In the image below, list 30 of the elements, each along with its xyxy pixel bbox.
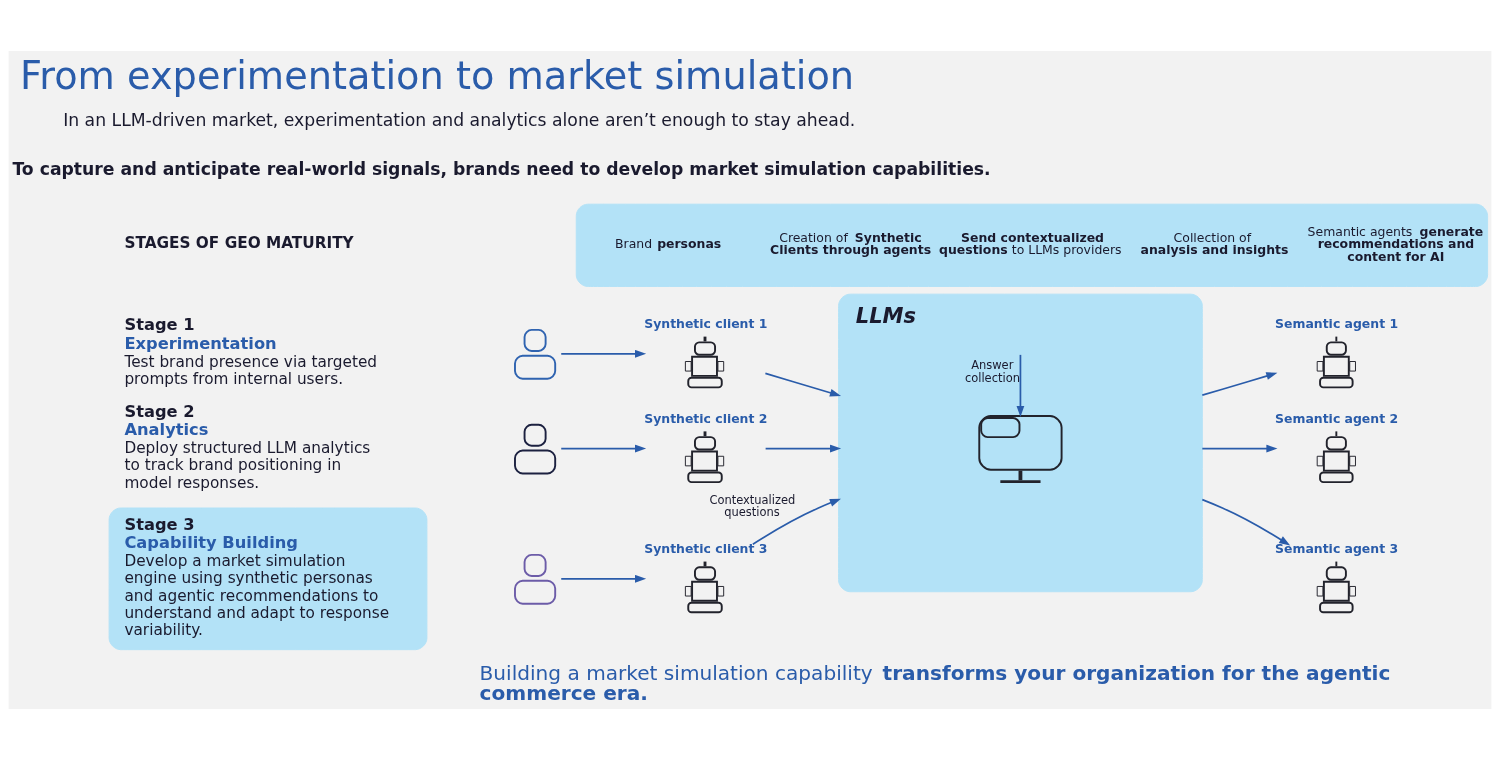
node-label: Semantic agent 3 — [1275, 540, 1399, 556]
arrow — [1201, 498, 1291, 546]
node-label: Synthetic client 2 — [644, 410, 768, 426]
diagram-title: From experimentation to market simulation — [20, 52, 855, 98]
label: To capture and anticipate real-world signals, brands need to develop market simulation capabilities. — [12, 158, 991, 179]
node-label: Synthetic client 1 — [644, 315, 768, 331]
label: Analytics — [124, 419, 209, 439]
node-box: Stage 3 Capability Building Develop a market simulation engine using synthetic personas and agentic recommendations to understand and adapt to response variability. — [108, 507, 428, 650]
arrow — [1016, 353, 1025, 417]
node-label: Synthetic client 3 — [644, 540, 768, 556]
arrow — [560, 574, 647, 583]
label: STAGES OF GEO MATURITY — [124, 233, 354, 252]
label: Experimentation — [124, 333, 277, 353]
node-label: Semantic agent 2 — [1275, 410, 1399, 426]
arrow — [752, 498, 841, 545]
label: In an LLM-driven market, experimentation and analytics alone aren’t enough to stay ahead. — [63, 109, 856, 130]
label: Deploy structured LLM analytics to track brand positioning in model responses. — [124, 438, 371, 492]
arrow — [560, 444, 647, 452]
label: Test brand presence via targeted prompts from internal users. — [124, 352, 378, 388]
arrow — [764, 444, 842, 452]
label: Stage 1 — [124, 314, 195, 334]
edge-label: Contextualized questions — [709, 492, 796, 519]
label: Building a market simulation capability transforms your organization for the agentic commerce era. — [479, 660, 1391, 705]
edge-label: Answer collection — [964, 357, 1020, 385]
arrow — [560, 349, 647, 358]
arrow — [1201, 444, 1278, 452]
label: Stage 2 — [124, 401, 195, 421]
node-label: Semantic agent 1 — [1275, 315, 1399, 331]
arrow — [764, 372, 842, 397]
arrow — [1201, 371, 1278, 396]
